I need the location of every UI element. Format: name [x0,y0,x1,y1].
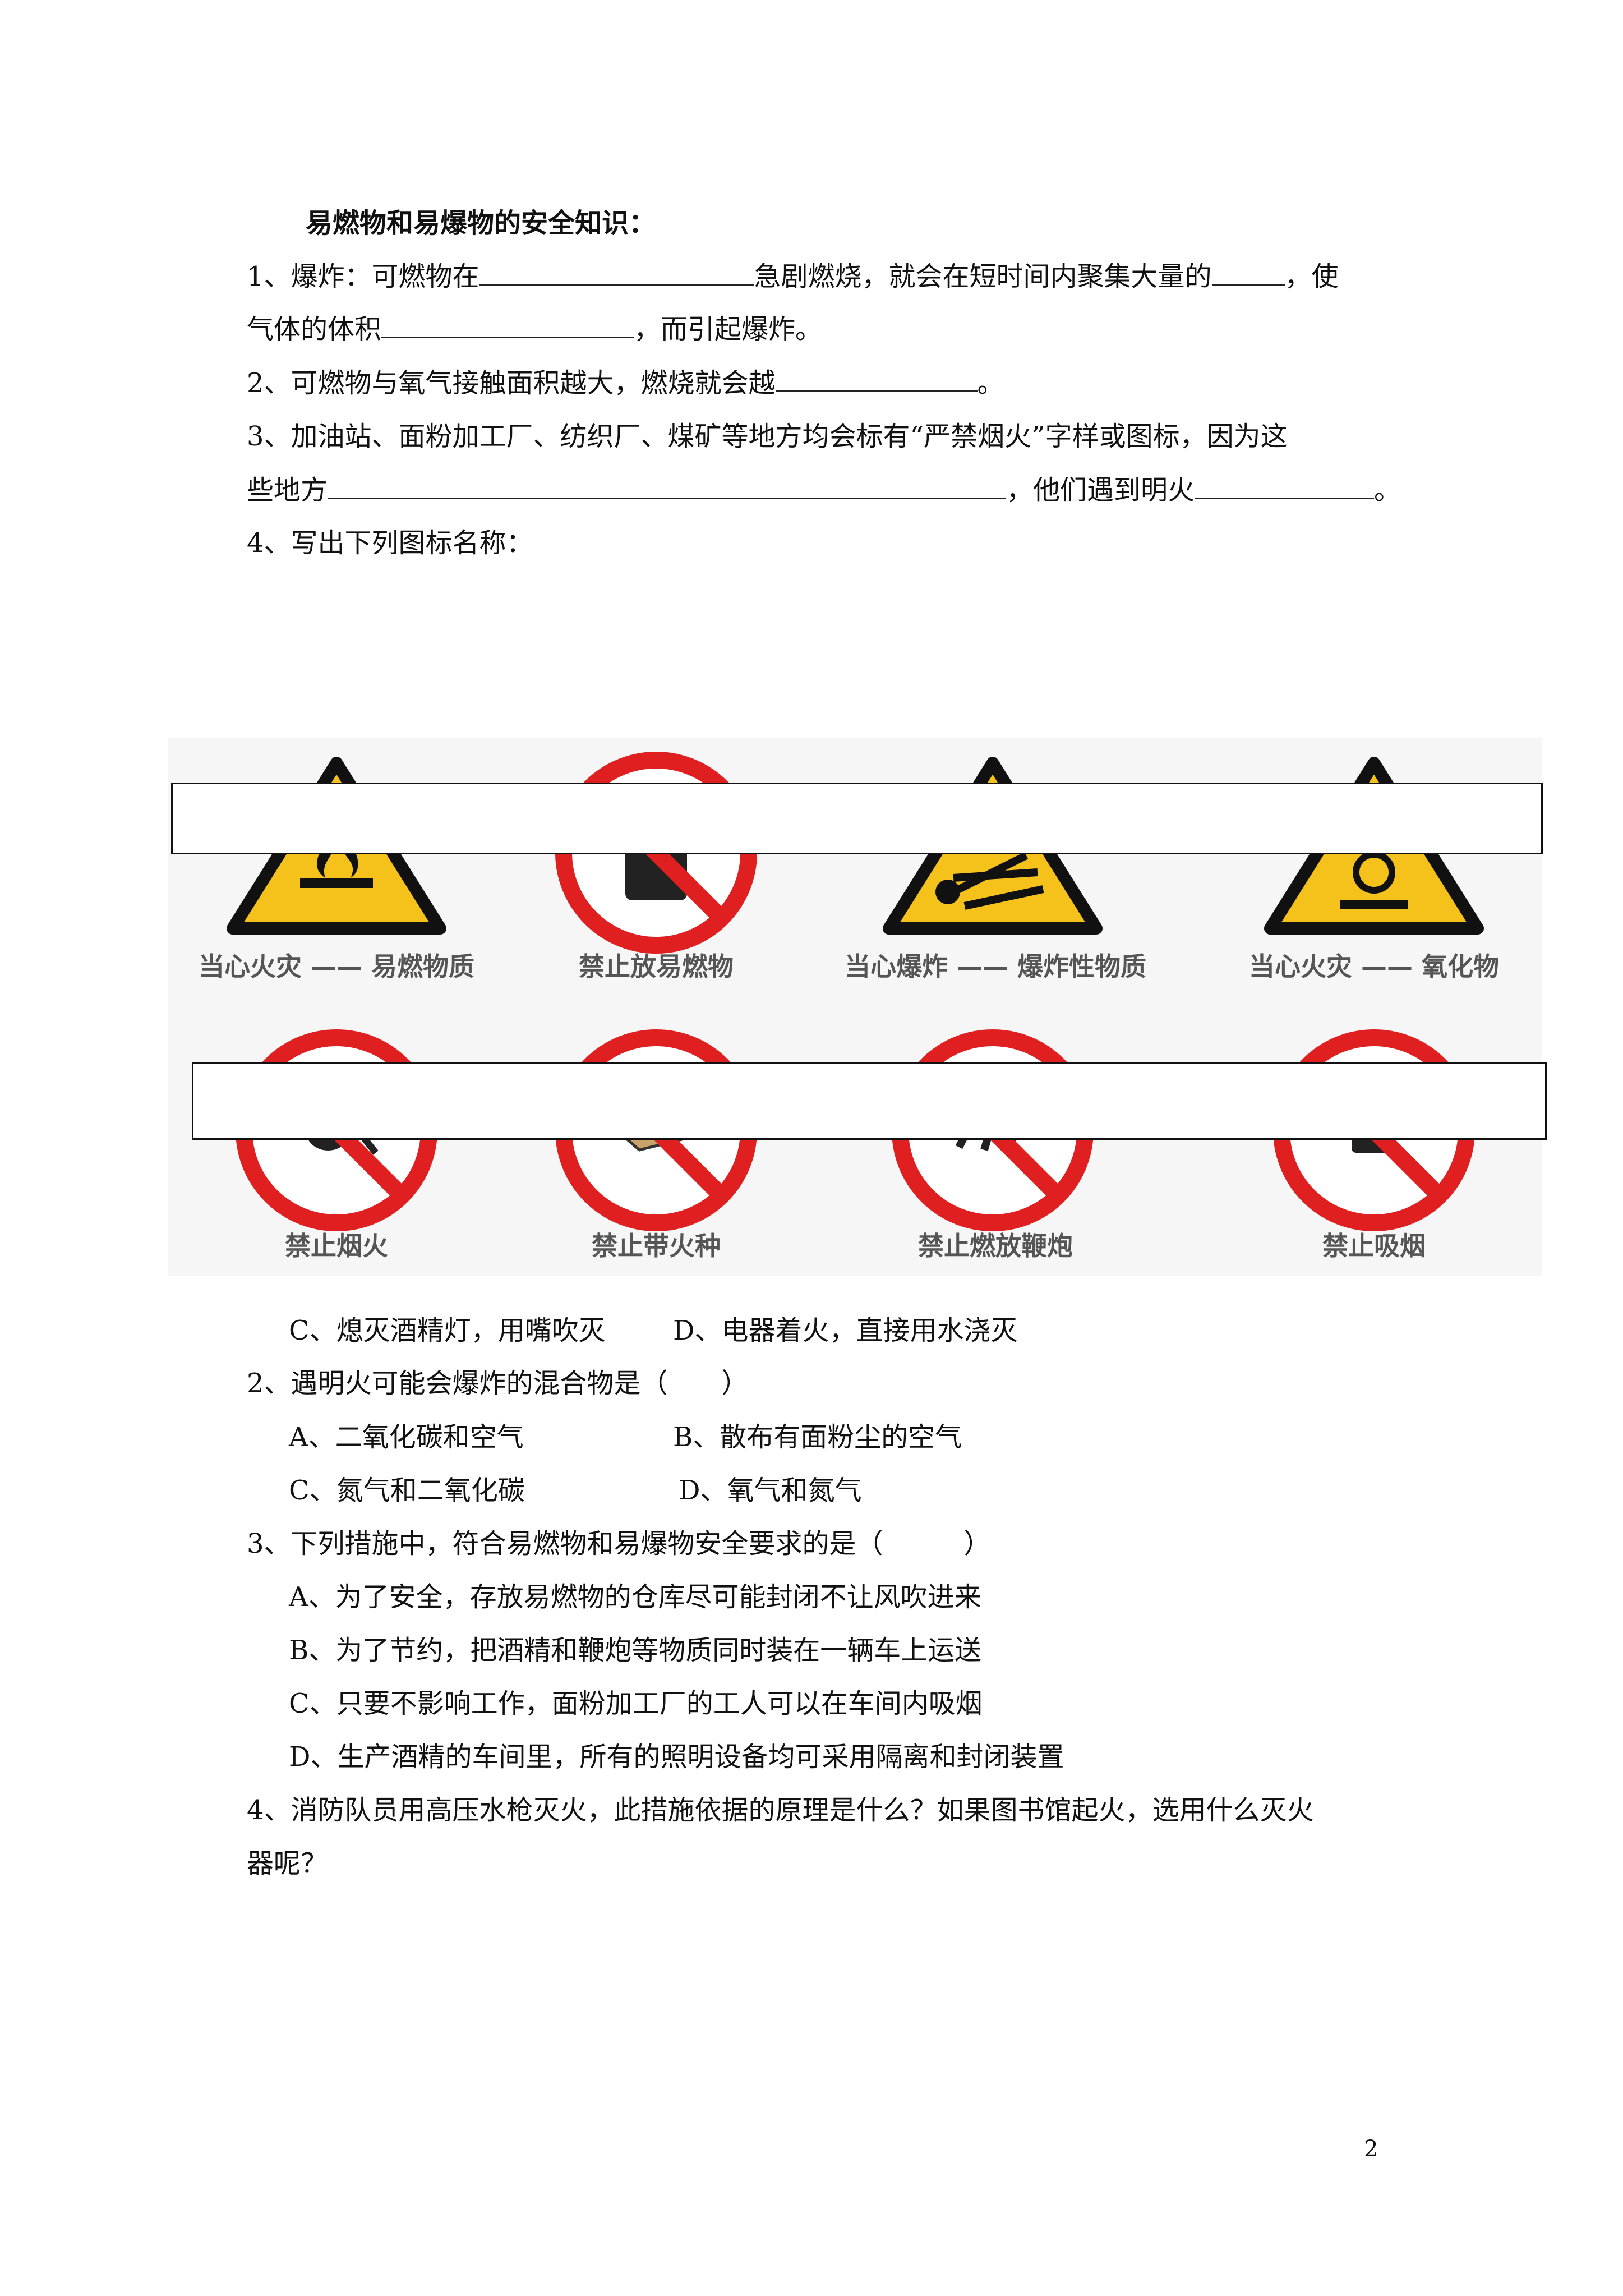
choice-q3-b: B、为了节约，把酒精和鞭炮等物质同时装在一辆车上运送 [289,1635,982,1666]
choice-q2-c: C、氮气和二氧化碳 [289,1475,525,1506]
sign-label: 禁止燃放鞭炮 [918,1231,1073,1261]
answer-box-row2[interactable] [192,1062,1547,1140]
sign-label: 当心爆炸 —— 爆炸性物质 [844,951,1147,982]
choice-q1-d: D、电器着火，直接用水浇灭 [673,1315,1018,1346]
choice-q3-stem: 3、下列措施中，符合易燃物和易爆物安全要求的是（ ） [247,1528,991,1559]
choice-q2-d: D、氧气和氮气 [679,1475,862,1506]
sign-label: 禁止带火种 [592,1231,721,1261]
choice-q3-d: D、生产酒精的车间里，所有的照明设备均可采用隔离和封闭装置 [289,1741,1064,1773]
blank-q1-1[interactable] [479,259,754,286]
q1-text-b: 急剧燃烧，就会在短时间内聚集大量的 [754,261,1212,292]
choice-q2-b: B、散布有面粉尘的空气 [673,1421,962,1453]
answer-box-row1[interactable] [171,783,1543,854]
sign-label: 当心火灾 —— 易燃物质 [198,951,475,982]
fill-q1-line2: 气体的体积 ，而引起爆炸。 [247,312,822,346]
choice-q1-c: C、熄灭酒精灯，用嘴吹灭 [289,1315,606,1346]
blank-q1-2[interactable] [1211,259,1285,286]
fill-q3-line2: 些地方 ，他们遇到明火 。 [247,473,1401,507]
choice-q2-stem: 2、遇明火可能会爆炸的混合物是（ ） [247,1368,749,1399]
q2-text-b: 。 [977,367,1004,399]
q3-text-b: 些地方 [247,475,328,506]
sign-label: 禁止吸烟 [1322,1231,1426,1261]
q1-text-d: 气体的体积 [247,314,382,345]
question-q4-line1: 4、消防队员用高压水枪灭火，此措施依据的原理是什么？如果图书馆起火，选用什么灭火 [247,1795,1314,1826]
q1-text-a: 1、爆炸：可燃物在 [247,261,479,292]
q1-text-c: ，使 [1284,261,1339,292]
fill-q2-line: 2、可燃物与氧气接触面积越大，燃烧就会越 。 [247,366,1004,400]
blank-q1-3[interactable] [381,312,634,338]
q3-text-c: ，他们遇到明火 [1006,475,1195,506]
blank-q3-1[interactable] [328,473,1007,499]
choice-q2-a: A、二氧化碳和空气 [289,1421,524,1453]
sign-label: 禁止放易燃物 [579,951,734,982]
fill-q1-line1: 1、爆炸：可燃物在 急剧燃烧，就会在短时间内聚集大量的 ，使 [247,259,1339,293]
q3-text-d: 。 [1374,475,1401,506]
sign-label: 当心火灾 —— 氧化物 [1248,951,1500,982]
section-title: 易燃物和易爆物的安全知识： [306,208,656,239]
safety-signs-image: 当心火灾 —— 易燃物质 禁止放易燃物 当心爆炸 —— 爆炸性物质 当心火灾 —… [168,738,1547,1276]
sign-label: 禁止烟火 [285,1231,388,1261]
blank-q3-2[interactable] [1195,473,1375,499]
page-number: 2 [1364,2136,1378,2162]
choice-q3-a: A、为了安全，存放易燃物的仓库尽可能封闭不让风吹进来 [289,1581,981,1613]
blank-q2[interactable] [775,366,978,392]
q1-text-e: ，而引起爆炸。 [634,314,823,345]
q2-text-a: 2、可燃物与氧气接触面积越大，燃烧就会越 [247,367,776,399]
fill-q3-line1: 3、加油站、面粉加工厂、纺织厂、煤矿等地方均会标有“严禁烟火”字样或图标，因为这 [247,421,1288,452]
choice-q3-c: C、只要不影响工作，面粉加工厂的工人可以在车间内吸烟 [289,1688,983,1719]
fill-q4-line: 4、写出下列图标名称： [247,527,533,559]
question-q4-line2: 器呢？ [247,1848,328,1879]
